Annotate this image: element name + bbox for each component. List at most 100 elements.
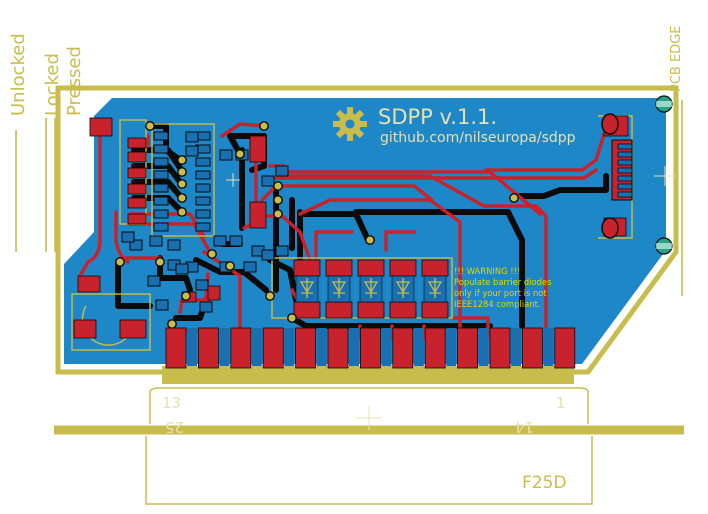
edge-pad: [392, 327, 414, 369]
via: [273, 195, 283, 205]
edge-pad-gap: [413, 328, 424, 366]
edge-pad: [522, 327, 543, 369]
edge-pad: [327, 327, 349, 369]
edge-pad-gap: [543, 328, 554, 366]
edge-pad: [424, 327, 446, 369]
via: [115, 257, 125, 267]
diode: [421, 259, 449, 319]
edge-pad: [359, 327, 381, 369]
ic-pad: [195, 157, 211, 167]
smd-pad: [121, 231, 135, 243]
pressed-label: Pressed: [64, 46, 85, 116]
diode: [325, 259, 353, 319]
ic-pad: [195, 222, 211, 232]
smd-pad: [175, 263, 189, 275]
via: [145, 121, 155, 131]
via: [177, 193, 187, 203]
via: [155, 257, 165, 267]
pin-25-label: 25: [165, 418, 184, 436]
board-title: SDPP v.1.1.: [378, 105, 497, 129]
ic-pad: [195, 196, 211, 206]
via: [509, 193, 519, 203]
ic-pad: [195, 183, 211, 193]
edge-pad-gap: [446, 328, 457, 366]
diode: [357, 259, 385, 319]
edge-pad-gap: [187, 328, 197, 366]
smd-pad: [149, 235, 163, 247]
via: [181, 291, 191, 301]
pin-13-label: 13: [162, 394, 181, 412]
edge-pad: [262, 327, 284, 369]
smd-pad: [275, 165, 289, 177]
edge-pad: [230, 327, 252, 369]
via: [365, 235, 375, 245]
svg-text:!!! WARNING !!!: !!! WARNING !!!: [454, 266, 520, 276]
smd-pad: [261, 175, 275, 187]
gear-logo-icon: [333, 107, 367, 141]
board-url: github.com/nilseuropa/sdpp: [380, 130, 576, 146]
edge-pad: [554, 327, 576, 369]
ic-pad: [153, 131, 169, 141]
via: [177, 207, 187, 217]
barrier-diodes: [293, 259, 449, 319]
via: [177, 167, 187, 177]
edge-pad: [457, 327, 479, 369]
pin-1-label: 1: [556, 394, 566, 412]
svg-text:Populate barrier diodes: Populate barrier diodes: [454, 277, 551, 287]
via: [225, 261, 235, 271]
via: [287, 313, 297, 323]
smd-pad: [195, 279, 209, 291]
via: [259, 121, 269, 131]
crosshair-icon: [226, 166, 676, 430]
svg-text:IEEE1284 compliant.: IEEE1284 compliant.: [454, 299, 541, 309]
diode: [389, 259, 417, 319]
smd-pad: [261, 249, 275, 261]
edge-pad: [165, 327, 187, 369]
warning-note: !!! WARNING !!! Populate barrier diodes …: [454, 266, 551, 309]
ic-pad: [153, 170, 169, 180]
ic-pad: [153, 222, 169, 232]
edge-pad-gap: [349, 328, 359, 366]
edge-pad: [295, 327, 317, 369]
edge-pad-gap: [316, 328, 327, 366]
locked-label: Locked: [42, 53, 63, 116]
edge-pad: [489, 327, 511, 369]
via: [177, 179, 187, 189]
via: [235, 149, 245, 159]
connector-ref-label: F25D: [522, 473, 567, 493]
smd-pad: [147, 275, 161, 287]
smd-pad: [185, 131, 199, 143]
via: [273, 181, 283, 191]
smd-pad: [275, 245, 289, 257]
ic-pad: [195, 209, 211, 219]
edge-pad-gap: [511, 328, 521, 366]
ic-pad: [153, 196, 169, 206]
smd-pad: [229, 235, 243, 247]
via: [167, 319, 177, 329]
db25-connector-outline: [54, 366, 684, 505]
smd-pad: [129, 239, 143, 251]
smd-pads: [121, 131, 289, 313]
edge-pad-gap: [219, 328, 230, 366]
ic-pad: [153, 209, 169, 219]
ic-pad: [153, 157, 169, 167]
smd-pad: [199, 301, 213, 313]
smd-pad: [213, 235, 227, 247]
smd-pad: [219, 149, 233, 161]
pin-14-label: 14: [515, 418, 534, 436]
pcb-edge-label: PCB EDGE: [669, 26, 684, 92]
via: [265, 291, 275, 301]
svg-text:only if your port is not: only if your port is not: [454, 288, 547, 298]
usb-connector: [601, 95, 673, 255]
edge-pad-gap: [251, 328, 262, 366]
smd-pad: [167, 239, 181, 251]
unlocked-label: Unlocked: [8, 33, 29, 116]
ic-pad: [153, 144, 169, 154]
via: [273, 209, 283, 219]
via: [177, 155, 187, 165]
smd-pad: [243, 261, 257, 273]
switch-state-markers: [15, 100, 683, 296]
diode: [293, 259, 321, 319]
edge-pad-gap: [478, 328, 489, 366]
